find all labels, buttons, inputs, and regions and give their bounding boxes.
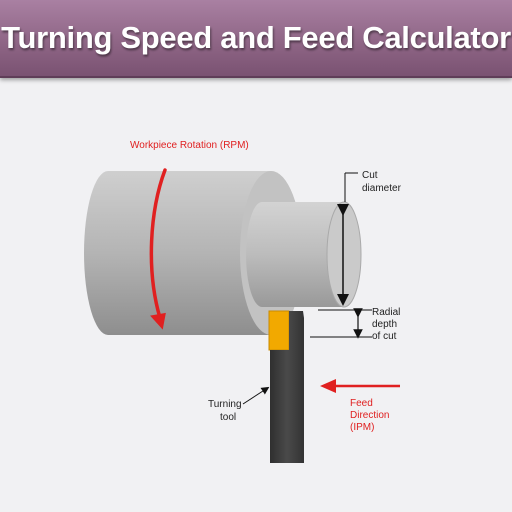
radial-depth-label-line2: depth	[372, 319, 397, 330]
cut-diameter-label-line2: diameter	[362, 183, 402, 194]
workpiece-small-cylinder	[246, 201, 362, 308]
title-bar: Turning Speed and Feed Calculator	[0, 0, 512, 78]
cut-diameter-label-line1: Cut	[362, 170, 378, 181]
turning-tool-label-line2: tool	[220, 412, 236, 423]
turning-tool	[268, 310, 304, 463]
cut-diameter-dimension	[337, 172, 358, 306]
feed-direction-label-line3: (IPM)	[350, 422, 374, 433]
tool-pointer	[242, 386, 270, 405]
radial-depth-label-line3: of cut	[372, 331, 397, 342]
tool-insert	[268, 310, 290, 351]
page-title: Turning Speed and Feed Calculator	[1, 20, 511, 55]
rotation-arrow	[149, 168, 167, 330]
turning-tool-label-line1: Turning	[208, 399, 242, 410]
feed-direction-label-line2: Direction	[350, 410, 389, 421]
radial-depth-dimension	[310, 308, 372, 339]
feed-direction-arrow	[320, 379, 400, 393]
radial-depth-label-line1: Radial	[372, 307, 400, 318]
feed-direction-label-line1: Feed	[350, 398, 373, 409]
rotation-label: Workpiece Rotation (RPM)	[130, 140, 249, 151]
